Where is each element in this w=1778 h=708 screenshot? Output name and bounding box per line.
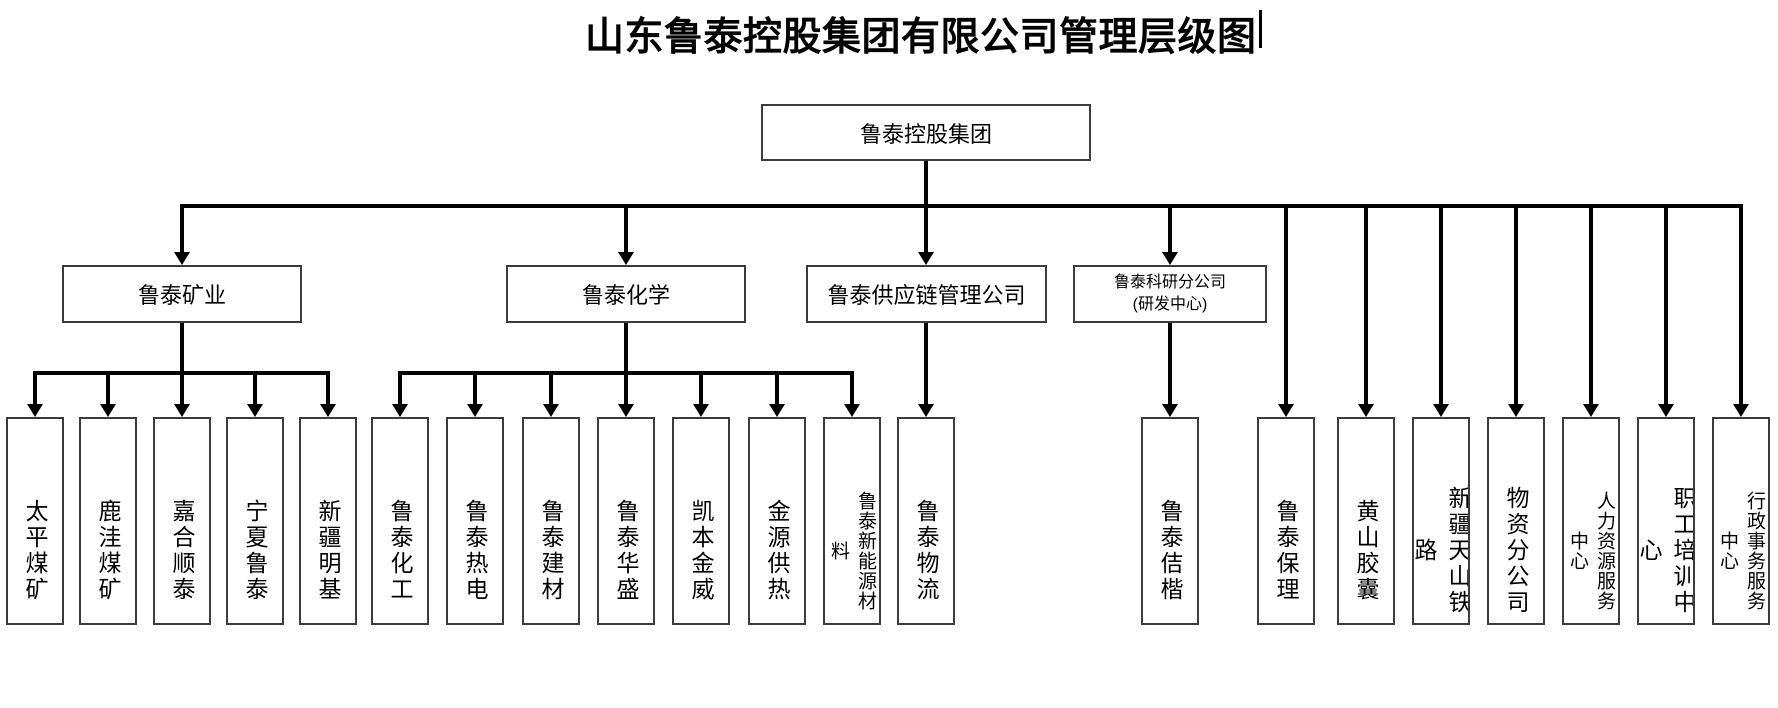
- arrow-to-materials-branch: [1508, 208, 1524, 417]
- node-label: 鲁泰热电: [462, 499, 488, 603]
- node-lutai-supply-chain[interactable]: 鲁泰供应链管理公司: [806, 265, 1047, 323]
- node-label: 宁夏鲁泰: [242, 499, 268, 603]
- arrow-to-ningxia-lutai: [247, 375, 263, 417]
- connector-mining-rail: [33, 371, 330, 375]
- node-label-line1: 鲁泰科研分公司: [1113, 274, 1226, 292]
- node-label: 鲁泰化学: [581, 283, 670, 308]
- node-luwa-coal-mine[interactable]: 鹿洼煤矿: [79, 417, 137, 625]
- arrow-to-luwa-coal-mine: [100, 375, 116, 417]
- node-lutai-research-branch[interactable]: 鲁泰科研分公司 (研发中心): [1073, 265, 1267, 323]
- node-ningxia-lutai[interactable]: 宁夏鲁泰: [226, 417, 284, 625]
- node-label: 鲁泰保理: [1273, 499, 1299, 603]
- node-lutai-factoring[interactable]: 鲁泰保理: [1257, 417, 1315, 625]
- node-materials-branch[interactable]: 物资分公司: [1487, 417, 1545, 625]
- node-lutai-mining[interactable]: 鲁泰矿业: [62, 265, 302, 323]
- arrow-to-lutai-research-branch: [1162, 208, 1178, 265]
- chart-title[interactable]: 山东鲁泰控股集团有限公司管理层级图: [585, 16, 1257, 59]
- arrow-to-admin-affairs-service-center: [1733, 208, 1749, 417]
- node-lutai-holding-group[interactable]: 鲁泰控股集团: [761, 104, 1091, 161]
- node-taiping-coal-mine[interactable]: 太平煤矿: [6, 417, 64, 625]
- node-lutai-chemical[interactable]: 鲁泰化工: [371, 417, 429, 625]
- node-label: 行政事务服务中心: [1717, 491, 1765, 611]
- node-hr-service-center[interactable]: 人力资源服务中心: [1562, 417, 1620, 625]
- connector-mining-drop: [180, 323, 184, 371]
- node-label: 鲁泰建材: [538, 499, 564, 603]
- node-label: 人力资源服务中心: [1567, 491, 1615, 611]
- node-label: 职工培训中心: [1637, 486, 1695, 616]
- text-cursor: [1259, 10, 1262, 48]
- arrow-to-huangshan-capsule: [1358, 208, 1374, 417]
- node-label: 鲁泰供应链管理公司: [827, 283, 1026, 308]
- node-lutai-logistics[interactable]: 鲁泰物流: [897, 417, 955, 625]
- node-label-line2: (研发中心): [1132, 296, 1208, 313]
- node-label: 鲁泰化工: [387, 499, 413, 603]
- node-jinyuan-heating[interactable]: 金源供热: [748, 417, 806, 625]
- connector-trunk: [180, 204, 1743, 208]
- node-label: 黄山胶囊: [1353, 499, 1379, 603]
- node-label: 太平煤矿: [22, 499, 48, 603]
- arrow-to-lutai-building-materials: [543, 375, 559, 417]
- arrow-to-lutai-chemical: [392, 375, 408, 417]
- node-lutai-thermal-power[interactable]: 鲁泰热电: [446, 417, 504, 625]
- arrow-to-xinjiang-mingji: [320, 375, 336, 417]
- node-label: 新疆天山铁路: [1412, 486, 1470, 616]
- arrow-to-lutai-factoring: [1278, 208, 1294, 417]
- arrow-to-taiping-coal-mine: [27, 375, 43, 417]
- arrow-to-lutai-huasheng: [618, 375, 634, 417]
- node-label: 物资分公司: [1503, 486, 1529, 616]
- connector-root-drop: [924, 161, 928, 204]
- node-label: 鲁泰佶楷: [1157, 499, 1183, 603]
- arrow-to-lutai-mining: [174, 208, 190, 265]
- node-label: 鲁泰物流: [913, 499, 939, 603]
- node-label: 鹿洼煤矿: [95, 499, 121, 603]
- node-label: 鲁泰新能源材料: [828, 491, 876, 611]
- connector-chemistry-drop: [624, 323, 628, 371]
- node-admin-affairs-service-center[interactable]: 行政事务服务中心: [1712, 417, 1770, 625]
- arrow-to-jiahe-shuntai: [174, 375, 190, 417]
- node-huangshan-capsule[interactable]: 黄山胶囊: [1337, 417, 1395, 625]
- node-jiahe-shuntai[interactable]: 嘉合顺泰: [153, 417, 211, 625]
- arrow-to-lutai-new-energy-materials: [844, 375, 860, 417]
- node-lutai-new-energy-materials[interactable]: 鲁泰新能源材料: [823, 417, 881, 625]
- arrow-to-lutai-thermal-power: [467, 375, 483, 417]
- node-lutai-huasheng[interactable]: 鲁泰华盛: [597, 417, 655, 625]
- arrow-to-kaiben-jinwei: [693, 375, 709, 417]
- node-xinjiang-mingji[interactable]: 新疆明基: [299, 417, 357, 625]
- node-staff-training-center[interactable]: 职工培训中心: [1637, 417, 1695, 625]
- node-label: 新疆明基: [315, 499, 341, 603]
- arrow-to-staff-training-center: [1658, 208, 1674, 417]
- node-lutai-chemistry[interactable]: 鲁泰化学: [506, 265, 746, 323]
- arrow-to-jinyuan-heating: [769, 375, 785, 417]
- arrow-to-lutai-jikai: [1162, 323, 1178, 417]
- node-label: 嘉合顺泰: [169, 499, 195, 603]
- node-lutai-building-materials[interactable]: 鲁泰建材: [522, 417, 580, 625]
- arrow-to-lutai-logistics: [918, 323, 934, 417]
- arrow-to-xinjiang-tianshan-railway: [1433, 208, 1449, 417]
- node-lutai-jikai[interactable]: 鲁泰佶楷: [1141, 417, 1199, 625]
- node-label: 鲁泰华盛: [613, 499, 639, 603]
- node-xinjiang-tianshan-railway[interactable]: 新疆天山铁路: [1412, 417, 1470, 625]
- arrow-to-hr-service-center: [1583, 208, 1599, 417]
- node-label: 凯本金威: [688, 499, 714, 603]
- connector-chemistry-rail: [398, 371, 854, 375]
- arrow-to-lutai-chemistry: [618, 208, 634, 265]
- node-label: 金源供热: [764, 499, 790, 603]
- node-label: 鲁泰控股集团: [859, 121, 992, 147]
- arrow-to-lutai-supply-chain: [918, 208, 934, 265]
- node-label: 鲁泰矿业: [137, 283, 226, 308]
- node-kaiben-jinwei[interactable]: 凯本金威: [672, 417, 730, 625]
